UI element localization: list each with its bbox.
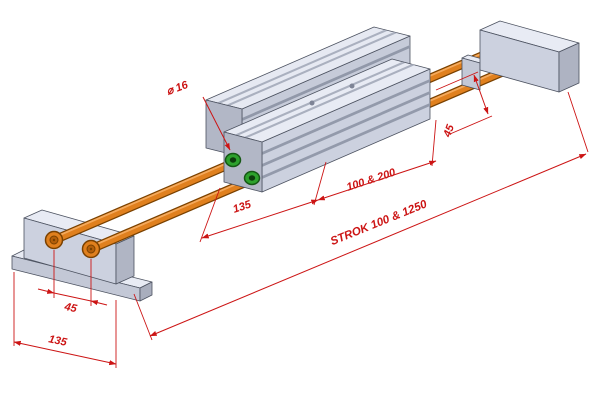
front-profile-front-slot-2 xyxy=(262,91,430,167)
right-support-bracket xyxy=(461,20,580,93)
rear-profile-top-slot-1 xyxy=(216,30,387,104)
right-bracket-side-face xyxy=(558,42,580,93)
carriage-screw-2 xyxy=(349,83,355,89)
front-profile-top-slot-2 xyxy=(244,64,415,138)
dim-label-rod-end-spacing: 45 xyxy=(62,301,78,316)
dim-rod-end-tail-right xyxy=(90,300,108,306)
rear-profile-front-slot xyxy=(242,45,410,121)
dim-rod-end-spacing xyxy=(53,292,92,302)
ext-rail-spacing-2 xyxy=(449,115,493,135)
rod-bushing-front xyxy=(243,170,261,186)
ext-rail-spacing-1 xyxy=(435,71,479,91)
rod-bushing-rear xyxy=(224,152,242,168)
dim-stroke xyxy=(149,153,587,337)
rod-end-cap-front xyxy=(81,239,101,259)
ext-stroke-right xyxy=(567,91,589,153)
dim-label-base-width: 135 xyxy=(47,333,68,349)
dim-label-rail-spacing: 45 xyxy=(441,122,457,139)
dim-rail-spacing xyxy=(473,74,489,115)
dim-label-carriage-length: 135 xyxy=(231,198,253,215)
rod-end-cap-rear xyxy=(44,230,64,250)
front-profile-top-slot-1 xyxy=(234,62,405,136)
rear-profile-top-slot-2 xyxy=(226,32,397,106)
ext-carriage-3 xyxy=(431,119,437,167)
left-bracket-plate-side xyxy=(115,235,135,285)
leader-rod-diameter xyxy=(202,96,231,151)
ext-stroke-left xyxy=(133,293,153,341)
dim-label-carriage-length-options: 100 & 200 xyxy=(345,166,398,193)
dim-label-rod-diameter: ⌀ 16 xyxy=(165,79,191,98)
front-profile-front-slot-1 xyxy=(262,79,430,155)
carriage-screw-1 xyxy=(309,100,315,106)
dim-base-width xyxy=(13,340,117,366)
dim-carriage-length xyxy=(201,199,319,239)
dim-rod-end-tail-left xyxy=(37,288,55,294)
